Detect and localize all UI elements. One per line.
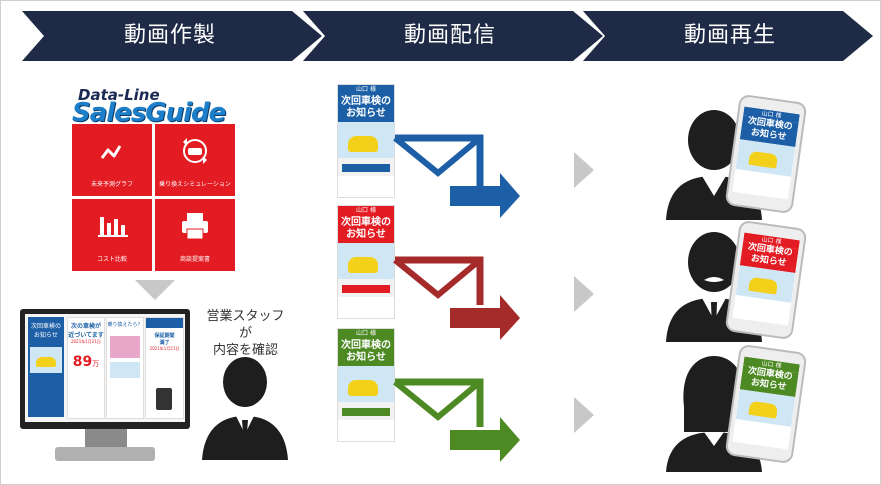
- staff-label: 営業スタッフが 内容を確認: [206, 309, 285, 358]
- chevron-right-icon: [574, 397, 594, 433]
- screen-panel-notice-title: 次回車検の お知らせ: [30, 323, 61, 339]
- mail-arrow-red-icon: [393, 256, 520, 340]
- screen-price-value: 89: [72, 354, 93, 370]
- screen-panel-inspection-title: 次の車検が 近づいてます: [68, 323, 104, 339]
- delivery-card-red: 山口 様 次回車検の お知らせ: [337, 205, 395, 319]
- card-footer: [338, 158, 394, 176]
- staff-silhouette-icon: [202, 357, 288, 460]
- tile-forecast-graph: 未来予測グラフ: [72, 124, 152, 196]
- tile-cost-compare: コスト比較: [72, 199, 152, 271]
- card-recipient: 山口 様: [338, 329, 394, 339]
- screen-panel-switch-title: 乗り換えたら？: [107, 322, 143, 328]
- tile-switch-simulation: 乗り換えシミュレーション: [155, 124, 235, 196]
- tile-proposal: 商談提案書: [155, 199, 235, 271]
- down-arrow-icon: [135, 280, 175, 300]
- monitor-screen: 次回車検の お知らせ 次の車検が 近づいてます 2021年1月21日 89万 乗…: [25, 314, 185, 422]
- screen-panel-notice: 次回車検の お知らせ: [28, 317, 64, 417]
- tile-caption: コスト比較: [96, 256, 127, 263]
- card-title: 次回車検の お知らせ: [338, 339, 394, 366]
- car-image: [338, 366, 394, 402]
- printer-icon: [182, 213, 208, 240]
- step-bar-playback: [583, 11, 873, 61]
- card-title: 次回車検の お知らせ: [338, 95, 394, 122]
- step-label-delivery: 動画配信: [403, 23, 496, 48]
- delivery-card-green: 山口 様 次回車検の お知らせ: [337, 328, 395, 442]
- tile-caption: 未来予測グラフ: [90, 181, 133, 188]
- logo-sales-guide: SalesGuide: [72, 98, 226, 128]
- screen-price-unit: 万: [92, 360, 100, 368]
- card-footer: [338, 279, 394, 297]
- tile-caption: 乗り換えシミュレーション: [159, 181, 231, 188]
- screen-panel-warranty-date: 2021年1月21日: [149, 346, 180, 351]
- step-bar-delivery: [303, 11, 603, 61]
- screen-panel-inspection: 次の車検が 近づいてます 2021年1月21日 89万: [67, 317, 105, 419]
- card-footer: [338, 402, 394, 420]
- mail-arrow-blue-icon: [393, 134, 520, 218]
- bar-chart-icon: [98, 217, 128, 237]
- car-thumbnail: [30, 347, 62, 373]
- step-label-playback: 動画再生: [683, 23, 776, 48]
- logo-data-line: Data-Line: [78, 86, 160, 104]
- monitor-neck: [85, 429, 127, 447]
- chevron-right-icon: [574, 276, 594, 312]
- step-label-production: 動画作製: [123, 23, 216, 48]
- screen-panel-warranty: 保証期間 満了 2021年1月21日: [145, 317, 184, 419]
- chevron-right-icon: [574, 152, 594, 188]
- screen-panel-warranty-title: 保証期間 満了: [154, 333, 175, 346]
- monitor-base: [55, 447, 155, 461]
- screen-panel-switch: 乗り換えたら？: [106, 317, 144, 419]
- screen-panel-inspection-date: 2021年1月21日: [71, 339, 101, 344]
- monitor: 次回車検の お知らせ 次の車検が 近づいてます 2021年1月21日 89万 乗…: [20, 309, 190, 429]
- car-image: [338, 122, 394, 158]
- car-image: [338, 243, 394, 279]
- card-title: 次回車検の お知らせ: [338, 216, 394, 243]
- mail-arrow-green-icon: [393, 378, 520, 462]
- trend-line-icon: [100, 145, 122, 159]
- tile-caption: 商談提案書: [179, 256, 210, 263]
- delivery-card-blue: 山口 様 次回車検の お知らせ: [337, 84, 395, 198]
- card-recipient: 山口 様: [338, 85, 394, 95]
- step-bar-production: [22, 11, 322, 61]
- car-swap-icon: [183, 138, 207, 164]
- card-recipient: 山口 様: [338, 206, 394, 216]
